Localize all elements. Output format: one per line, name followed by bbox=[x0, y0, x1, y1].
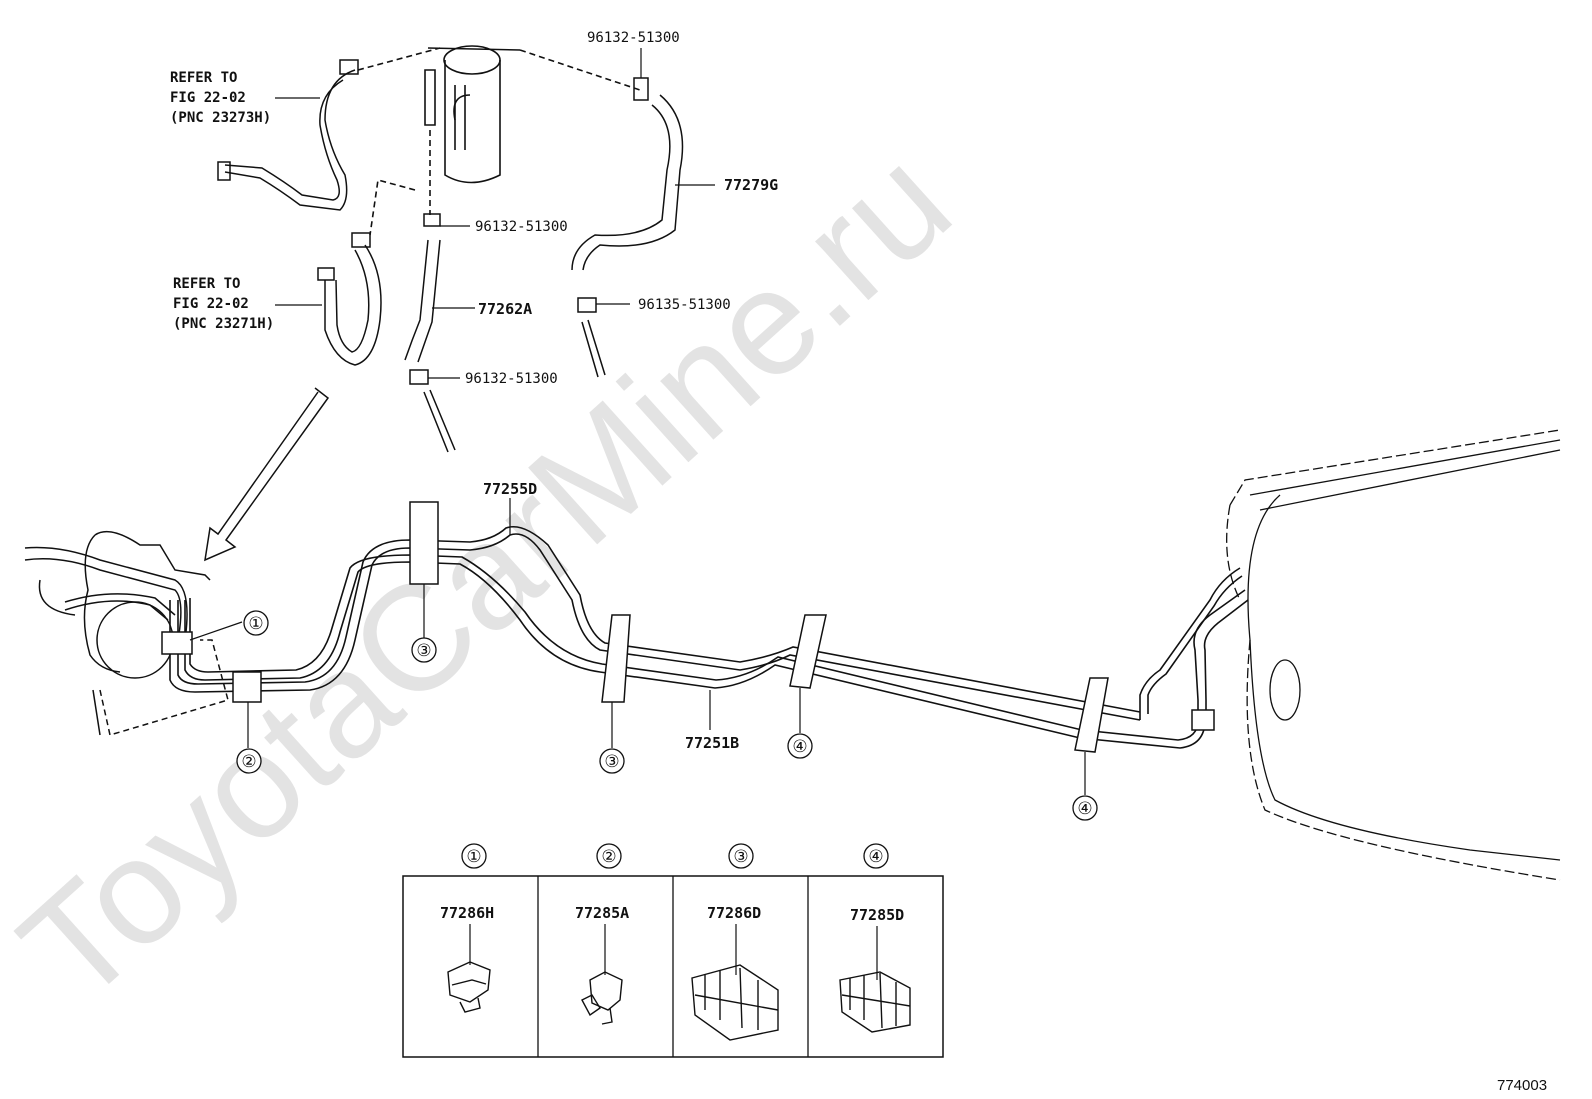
label-clip-top: 96132-51300 bbox=[587, 30, 680, 46]
legend-part-2: 77285A bbox=[575, 904, 629, 922]
label-hose-77279g: 77279G bbox=[724, 176, 778, 194]
svg-text:(PNC 23273H): (PNC 23273H) bbox=[170, 110, 271, 126]
legend-num-2: ② bbox=[601, 847, 616, 867]
svg-text:FIG 22-02: FIG 22-02 bbox=[170, 90, 246, 106]
refer-note-1: REFER TO FIG 22-02 (PNC 23273H) bbox=[170, 70, 271, 126]
svg-text:REFER TO: REFER TO bbox=[173, 276, 240, 292]
callout-4a: ④ bbox=[792, 737, 807, 757]
clip-77286h-drawing bbox=[447, 961, 491, 1013]
callout-1: ① bbox=[248, 614, 263, 634]
legend-part-1: 77286H bbox=[440, 904, 494, 922]
clip-77286d-drawing bbox=[691, 964, 779, 1041]
clamp-markers bbox=[161, 501, 1215, 753]
label-tube-77255d: 77255D bbox=[483, 480, 537, 498]
label-clip-right: 96135-51300 bbox=[638, 297, 731, 313]
hose-77279g bbox=[571, 77, 684, 378]
hose-23273h bbox=[217, 59, 359, 211]
direction-arrow bbox=[204, 387, 330, 562]
refer-note-2: REFER TO FIG 22-02 (PNC 23271H) bbox=[173, 276, 274, 332]
callout-4b: ④ bbox=[1077, 799, 1092, 819]
hose-77262a bbox=[404, 213, 456, 453]
callout-3a: ③ bbox=[416, 641, 431, 661]
label-tube-77251b: 77251B bbox=[685, 734, 739, 752]
legend-num-1: ① bbox=[466, 847, 481, 867]
canister-assembly bbox=[357, 45, 641, 236]
body-panel bbox=[1226, 429, 1561, 881]
legend-part-4: 77285D bbox=[850, 906, 904, 924]
clip-77285a-drawing bbox=[581, 971, 623, 1025]
clip-77285d-drawing bbox=[839, 971, 911, 1033]
callout-2: ② bbox=[241, 752, 256, 772]
hose-23271h bbox=[317, 232, 382, 366]
legend-num-4: ④ bbox=[868, 847, 883, 867]
label-clip-bottom: 96132-51300 bbox=[465, 371, 558, 387]
callout-circles bbox=[236, 610, 1098, 821]
legend-num-3: ③ bbox=[733, 847, 748, 867]
svg-text:FIG 22-02: FIG 22-02 bbox=[173, 296, 249, 312]
label-hose-77262a: 77262A bbox=[478, 300, 532, 318]
svg-text:REFER TO: REFER TO bbox=[170, 70, 237, 86]
legend-part-3: 77286D bbox=[707, 904, 761, 922]
label-clip-mid: 96132-51300 bbox=[475, 219, 568, 235]
figure-code: 774003 bbox=[1497, 1077, 1547, 1094]
callout-3b: ③ bbox=[604, 752, 619, 772]
tube-routing bbox=[169, 526, 1249, 749]
legend-table: ① ② ③ ④ 77286H 77285A 77286D 77285D bbox=[402, 843, 944, 1058]
svg-text:(PNC 23271H): (PNC 23271H) bbox=[173, 316, 274, 332]
fuel-pump-area bbox=[24, 530, 229, 736]
